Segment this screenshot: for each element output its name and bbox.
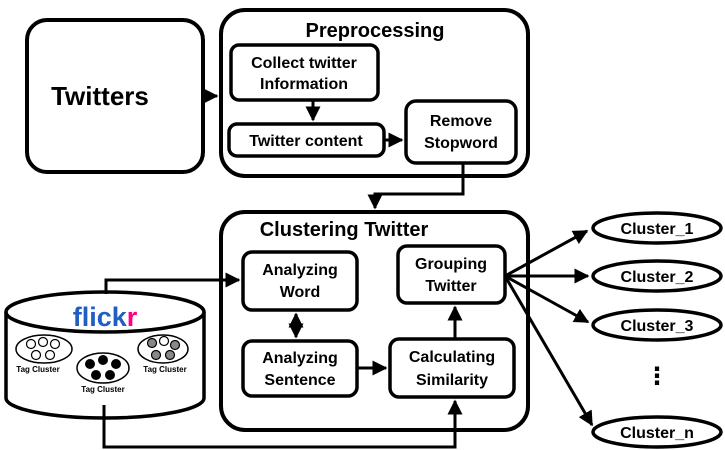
remove-stopword-line2: Stopword <box>424 135 498 152</box>
preprocessing-title: Preprocessing <box>306 20 445 42</box>
analyzing-sentence-line2: Sentence <box>264 372 335 389</box>
tag-node <box>150 349 162 361</box>
arrow-grouping-to-cluster-n <box>503 275 594 427</box>
cluster-n-label: Cluster_n <box>620 425 694 442</box>
cluster-1-label: Cluster_1 <box>621 221 694 238</box>
analyzing-word-box <box>241 250 359 312</box>
tag-node <box>98 355 108 365</box>
tag-node <box>169 339 181 351</box>
calculating-similarity-line2: Similarity <box>416 372 488 389</box>
tag-cluster-left-label: Tag Cluster <box>16 365 59 374</box>
cluster-2-label: Cluster_2 <box>621 269 694 286</box>
twitters-label: Twitters <box>51 81 149 111</box>
cluster-2-node <box>591 259 723 293</box>
tag-cluster-middle-label: Tag Cluster <box>81 385 124 394</box>
tag-node <box>85 359 95 369</box>
analyzing-word-line2: Word <box>280 284 321 301</box>
remove-stopword-box <box>404 99 518 165</box>
tag-node <box>49 338 61 350</box>
analyzing-sentence-line1: Analyzing <box>262 350 338 367</box>
calculating-similarity-box <box>388 337 516 399</box>
tag-node <box>91 370 101 380</box>
clustering-title: Clustering Twitter <box>260 219 429 241</box>
flickr-database: flickr Tag Cluster Tag Cluster Tag Clust… <box>4 290 206 420</box>
cluster-1-node <box>591 211 723 245</box>
tag-node <box>146 337 158 349</box>
tag-node <box>158 335 170 347</box>
arrow-grouping-to-cluster-1 <box>504 229 589 278</box>
cluster-3-label: Cluster_3 <box>621 318 694 335</box>
tag-node <box>37 336 49 348</box>
collect-info-line2: Information <box>260 76 348 93</box>
tag-cluster-right-label: Tag Cluster <box>143 365 186 374</box>
tag-node <box>164 349 176 361</box>
grouping-twitter-line1: Grouping <box>415 256 487 273</box>
tag-node <box>111 359 121 369</box>
analyzing-word-line1: Analyzing <box>262 262 338 279</box>
twitter-content-label: Twitter content <box>249 133 363 150</box>
arrow-flickr-to-similarity <box>102 399 463 449</box>
cluster-3-node <box>591 308 723 342</box>
tag-node <box>30 349 42 361</box>
arrow-grouping-to-cluster-3 <box>504 274 590 324</box>
collect-info-box <box>229 43 380 102</box>
more-clusters-ellipsis: ⋮ <box>645 363 669 390</box>
calculating-similarity-line1: Calculating <box>409 349 495 366</box>
remove-stopword-line1: Remove <box>430 113 492 130</box>
tag-node <box>25 338 37 350</box>
flickr-logo: flickr <box>73 302 138 332</box>
grouping-twitter-line2: Twitter <box>425 278 476 295</box>
arrow-preprocessing-to-clustering <box>367 163 465 210</box>
arrow-flickr-to-word <box>104 272 241 294</box>
collect-info-line1: Collect twitter <box>251 55 357 72</box>
tag-node <box>44 349 56 361</box>
cluster-n-node <box>591 415 723 449</box>
tag-node <box>105 370 115 380</box>
